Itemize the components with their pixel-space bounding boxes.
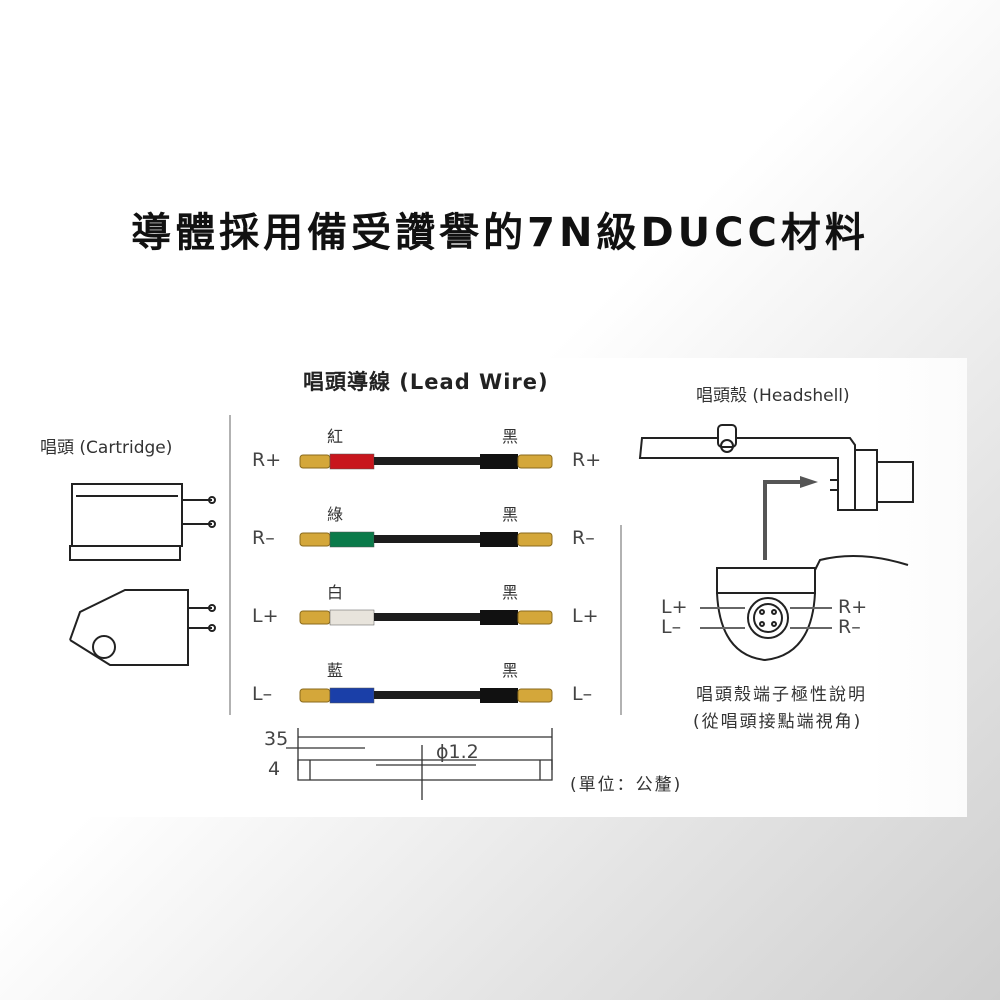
cartridge-label: 唱頭 (Cartridge) — [40, 438, 173, 458]
wire-pole-left: L– — [252, 683, 273, 705]
wire-end-name: 黑 — [502, 505, 519, 524]
wire-end-name: 黑 — [502, 661, 519, 680]
black-sleeve — [480, 610, 518, 625]
headshell-pole-lm: L– — [661, 616, 682, 638]
wire-color-name: 綠 — [327, 505, 344, 524]
color-sleeve — [329, 609, 375, 626]
wire-color-name: 紅 — [327, 427, 344, 446]
wire-pole-left: R– — [252, 527, 275, 549]
wire-color-name: 藍 — [327, 661, 344, 680]
dimension-tip: 4 — [268, 758, 281, 780]
headshell-pole-rp: R+ — [838, 596, 868, 618]
wire-end-name: 黑 — [502, 583, 519, 602]
black-sleeve — [480, 454, 518, 469]
wire-cable — [374, 613, 480, 621]
wire-pole-right: L+ — [572, 605, 599, 627]
lead-wire-title: 唱頭導線 (Lead Wire) — [303, 370, 549, 394]
wire-cable — [374, 691, 480, 699]
gold-pin-right — [517, 688, 553, 703]
headshell-label: 唱頭殼 (Headshell) — [696, 386, 850, 406]
wire-pole-right: L– — [572, 683, 593, 705]
gold-pin-left — [299, 688, 331, 703]
dimension-diameter: ϕ1.2 — [436, 741, 479, 763]
unit-label: (單位：公釐) — [570, 775, 683, 795]
wire-pole-right: R– — [572, 527, 595, 549]
headshell-pole-lp: L+ — [661, 596, 688, 618]
page-title: 導體採用備受讚譽的7N級DUCC材料 — [131, 210, 869, 256]
gold-pin-right — [517, 532, 553, 547]
black-sleeve — [480, 532, 518, 547]
gold-pin-left — [299, 454, 331, 469]
wire-cable — [374, 535, 480, 543]
wire-end-name: 黑 — [502, 427, 519, 446]
gold-pin-right — [517, 454, 553, 469]
headshell-caption-2: (從唱頭接點端視角) — [693, 712, 863, 732]
gold-pin-left — [299, 610, 331, 625]
diagram-panel — [0, 358, 967, 817]
color-sleeve — [329, 531, 375, 548]
headshell-caption-1: 唱頭殼端子極性說明 — [696, 685, 867, 705]
wire-pole-left: L+ — [252, 605, 279, 627]
color-sleeve — [329, 453, 375, 470]
headshell-pole-rm: R– — [838, 616, 861, 638]
dimension-drawing — [286, 728, 553, 800]
dimension-length: 35 — [264, 728, 289, 750]
gold-pin-right — [517, 610, 553, 625]
wire-color-name: 白 — [327, 583, 344, 602]
color-sleeve — [329, 687, 375, 704]
gold-pin-left — [299, 532, 331, 547]
wire-cable — [374, 457, 480, 465]
wire-pole-left: R+ — [252, 449, 282, 471]
headshell-drawing — [638, 424, 914, 662]
wire-pole-right: R+ — [572, 449, 602, 471]
black-sleeve — [480, 688, 518, 703]
cartridge-drawing — [69, 483, 216, 666]
